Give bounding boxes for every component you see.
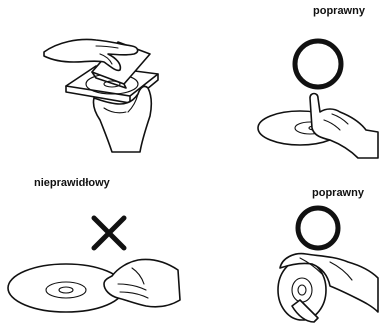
correct-handling-bottom-illustration [278,208,378,322]
disc-case-illustration [44,40,158,153]
correct-circle-mark [295,41,341,87]
incorrect-cross-mark [94,218,124,248]
correct-handling-top-illustration [258,41,378,158]
correct-circle-mark [298,208,338,248]
incorrect-handling-illustration [8,218,180,312]
